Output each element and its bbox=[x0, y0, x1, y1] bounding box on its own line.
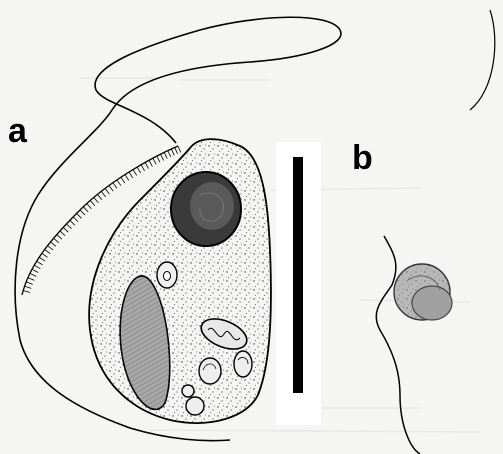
cilium bbox=[77, 213, 82, 218]
cilium bbox=[90, 200, 95, 205]
cilium bbox=[133, 169, 137, 175]
cilium bbox=[164, 152, 167, 158]
panel-label-a: a bbox=[8, 114, 27, 148]
cilium bbox=[125, 175, 129, 181]
cilium bbox=[157, 156, 160, 162]
cilium bbox=[121, 177, 125, 183]
cilium bbox=[149, 160, 152, 166]
cilium bbox=[63, 227, 68, 232]
cilium bbox=[160, 154, 163, 160]
cilium bbox=[70, 220, 75, 225]
cilium bbox=[30, 273, 36, 276]
cyst-body-b bbox=[394, 264, 452, 320]
cilium bbox=[34, 265, 40, 268]
cilium bbox=[80, 210, 85, 215]
cilium bbox=[60, 231, 65, 236]
cilium bbox=[153, 158, 156, 164]
cilium bbox=[32, 269, 38, 272]
cilium bbox=[26, 282, 33, 285]
cilium bbox=[83, 207, 88, 212]
cilium bbox=[25, 286, 32, 288]
cilium bbox=[23, 291, 30, 293]
cilium bbox=[66, 224, 71, 229]
cilium bbox=[145, 162, 148, 168]
cilium bbox=[105, 188, 109, 194]
cilium bbox=[57, 235, 62, 240]
nucleus-a bbox=[171, 172, 241, 246]
cilium bbox=[101, 191, 105, 197]
cilium bbox=[28, 278, 34, 281]
ring-vesicle-a bbox=[157, 262, 177, 288]
cilium bbox=[73, 217, 78, 222]
cilium bbox=[42, 253, 48, 257]
cilium bbox=[117, 180, 121, 186]
cilium bbox=[168, 151, 171, 157]
cell-body-a bbox=[89, 139, 271, 423]
cilium bbox=[54, 238, 59, 243]
cilium bbox=[113, 183, 117, 189]
cilium bbox=[94, 197, 99, 202]
cilium bbox=[178, 146, 181, 152]
cilium bbox=[129, 172, 133, 178]
cilium bbox=[45, 250, 51, 254]
cilium bbox=[48, 246, 54, 250]
cilium bbox=[87, 204, 92, 209]
cilium bbox=[50, 242, 55, 246]
cilium bbox=[137, 167, 141, 173]
cilium bbox=[175, 147, 178, 153]
cilium bbox=[37, 261, 43, 265]
cilium bbox=[141, 165, 145, 171]
cilium bbox=[171, 149, 174, 155]
cilium bbox=[39, 257, 45, 261]
scale-bar bbox=[293, 157, 303, 393]
flagellum-top-b bbox=[470, 10, 495, 110]
cilium bbox=[98, 194, 102, 199]
panel-label-b: b bbox=[352, 141, 373, 175]
cilium bbox=[109, 186, 113, 192]
